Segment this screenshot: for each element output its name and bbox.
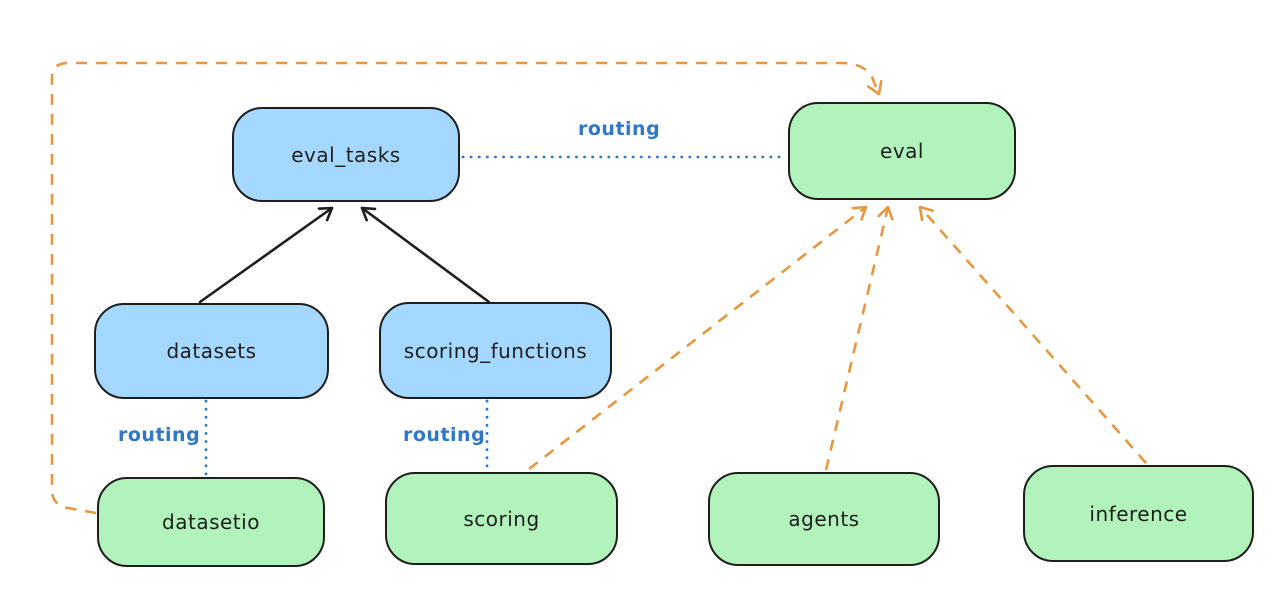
routing-label-scoring-functions-scoring: routing: [403, 424, 486, 446]
edge-datasetio-to-eval: [50, 61, 883, 515]
node-eval-tasks: eval_tasks: [232, 107, 460, 202]
edge-inference-to-eval: [918, 205, 1147, 464]
edge-datasets-to-eval-tasks: [198, 206, 334, 304]
routing-label-eval-tasks-eval: routing: [578, 118, 661, 140]
node-agents-label: agents: [788, 507, 860, 531]
node-inference-label: inference: [1089, 501, 1188, 526]
node-datasets: datasets: [94, 303, 329, 399]
edge-agents-to-eval: [824, 205, 894, 471]
node-eval-label: eval: [880, 139, 924, 163]
node-datasets-label: datasets: [166, 339, 257, 363]
node-scoring-functions-label: scoring_functions: [403, 338, 588, 363]
node-agents: agents: [708, 472, 940, 566]
node-scoring-label: scoring: [463, 506, 540, 531]
node-scoring: scoring: [385, 472, 618, 565]
routing-label-datasets-datasetio: routing: [118, 424, 201, 446]
edge-scoring-functions-to-eval-tasks: [360, 206, 491, 304]
node-scoring-functions: scoring_functions: [379, 302, 612, 399]
node-datasetio-label: datasetio: [162, 510, 260, 534]
node-datasetio: datasetio: [97, 477, 325, 567]
node-eval-tasks-label: eval_tasks: [291, 142, 401, 167]
node-eval: eval: [788, 102, 1016, 200]
node-inference: inference: [1023, 465, 1254, 562]
